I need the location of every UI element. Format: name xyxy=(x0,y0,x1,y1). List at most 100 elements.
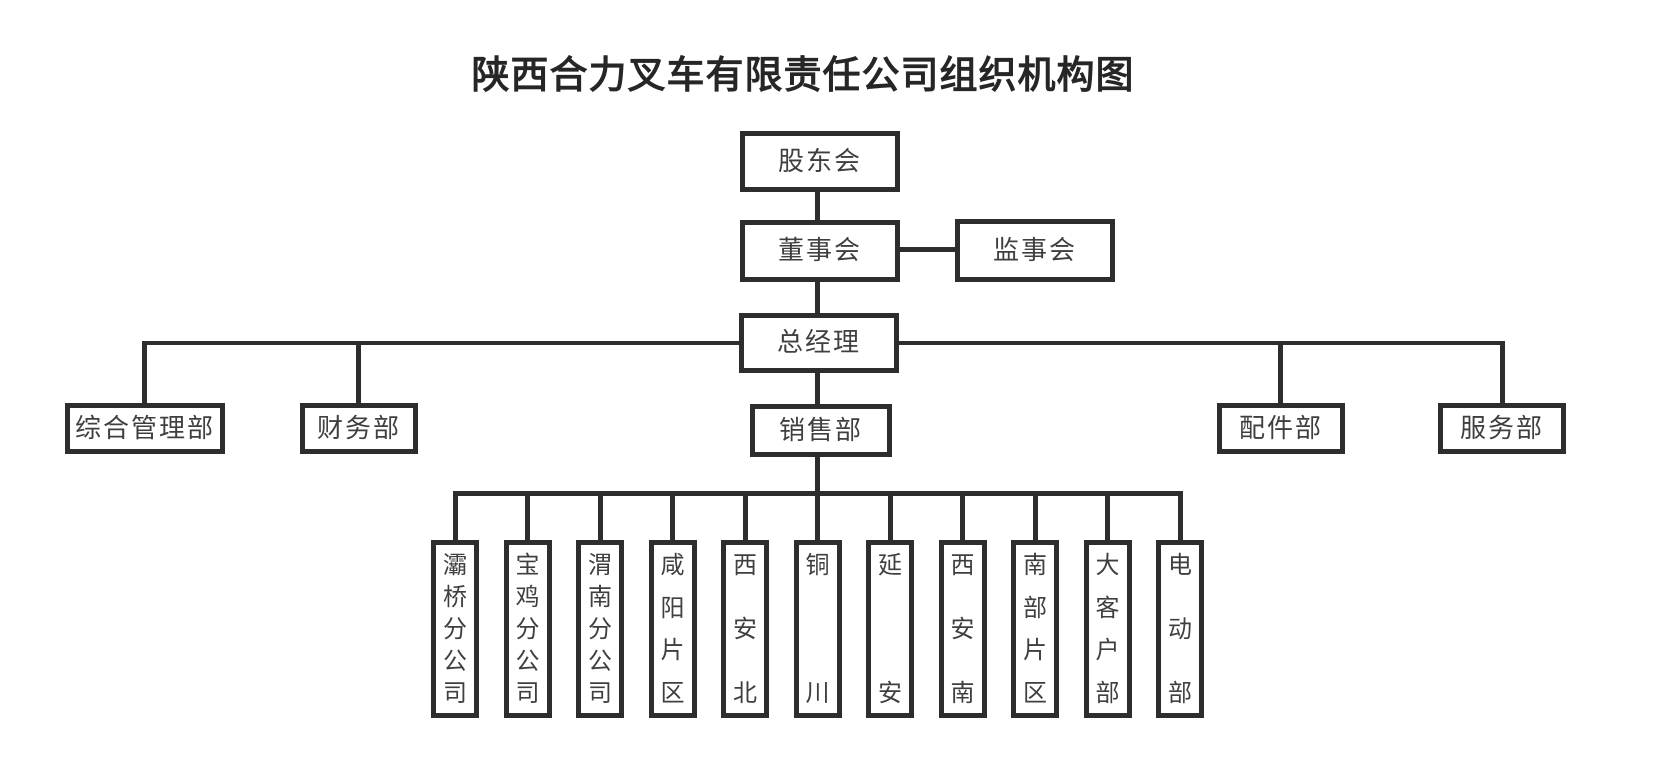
node-general-manager: 总经理 xyxy=(739,313,899,373)
label-char: 部 xyxy=(1023,593,1047,622)
node-sales-unit: 南部片区 xyxy=(1011,496,1059,718)
node-service-dept: 服务部 xyxy=(1438,403,1566,454)
connector-gm-right-branch xyxy=(899,341,1505,345)
connector-bus-drop xyxy=(670,496,675,545)
connector-bus-drop xyxy=(597,496,603,545)
node-finance-dept-label: 财务部 xyxy=(316,413,401,444)
connector-admin-drop xyxy=(142,341,147,403)
label-char: 分 xyxy=(588,615,612,643)
label-char: 电 xyxy=(1168,551,1192,579)
node-parts-dept: 配件部 xyxy=(1217,403,1345,454)
sales-unit-label: 南部片区 xyxy=(1016,545,1054,713)
node-sales-unit: 电动部 xyxy=(1156,496,1204,718)
sales-unit-label: 电动部 xyxy=(1161,545,1199,713)
label-char: 片 xyxy=(1023,636,1047,665)
node-board-label: 董事会 xyxy=(777,236,862,266)
connector-service-drop xyxy=(1500,341,1505,403)
label-char: 南 xyxy=(588,583,612,611)
sales-unit-label: 灞桥分公司 xyxy=(436,545,474,713)
sales-unit-label: 渭南分公司 xyxy=(581,545,619,713)
label-char: 司 xyxy=(588,679,612,707)
label-char: 安 xyxy=(878,679,902,707)
label-char: 部 xyxy=(1168,679,1192,707)
connector-sales-bus-line xyxy=(453,491,1183,496)
label-char: 公 xyxy=(443,647,467,675)
sales-unit-label: 西安南 xyxy=(944,545,982,713)
label-char: 灞 xyxy=(443,551,467,579)
node-sales-unit: 宝鸡分公司 xyxy=(503,496,552,718)
label-char: 户 xyxy=(1095,636,1120,665)
connector-board-gm xyxy=(815,281,820,313)
label-char: 公 xyxy=(588,647,612,675)
org-chart-title: 陕西合力叉车有限责任公司组织机构图 xyxy=(471,53,1135,97)
label-char: 宝 xyxy=(515,551,540,579)
connector-bus-drop xyxy=(525,496,530,545)
label-char: 阳 xyxy=(660,593,685,622)
label-char: 片 xyxy=(660,636,685,665)
label-char: 西 xyxy=(950,551,975,579)
label-char: 区 xyxy=(660,678,685,707)
label-char: 客 xyxy=(1095,593,1120,622)
node-parts-dept-label: 配件部 xyxy=(1238,413,1323,444)
sales-unit-label: 延安 xyxy=(871,545,909,713)
label-char: 咸 xyxy=(660,551,685,579)
label-char: 司 xyxy=(443,679,467,707)
node-shareholders-label: 股东会 xyxy=(777,146,862,177)
label-char: 部 xyxy=(1095,678,1120,707)
connector-bus-drop xyxy=(1032,496,1038,545)
connector-parts-drop xyxy=(1278,341,1283,403)
node-supervisory-label: 监事会 xyxy=(992,235,1077,266)
label-char: 大 xyxy=(1095,551,1120,579)
connector-bus-drop xyxy=(815,496,820,545)
sales-unit-label: 咸阳片区 xyxy=(654,545,692,713)
label-char: 动 xyxy=(1168,615,1192,643)
label-char: 川 xyxy=(805,679,830,707)
label-char: 延 xyxy=(878,551,902,579)
connector-shareholders-board xyxy=(815,192,820,221)
label-char: 鸡 xyxy=(515,583,540,611)
label-char: 司 xyxy=(515,679,540,707)
sales-units-row: 灞桥分公司 宝鸡分公司 渭南分公司 咸阳片区 西安北 铜川 延安 xyxy=(431,496,1204,718)
label-char: 安 xyxy=(950,615,975,643)
node-admin-dept-label: 综合管理部 xyxy=(74,413,215,444)
connector-gm-sales xyxy=(815,373,820,404)
connector-sales-bus-stem xyxy=(815,457,820,491)
connector-bus-drop xyxy=(1177,496,1183,545)
node-finance-dept: 财务部 xyxy=(300,403,418,454)
label-char: 区 xyxy=(1023,678,1047,707)
connector-bus-drop xyxy=(960,496,965,545)
label-char: 铜 xyxy=(805,551,830,579)
node-service-dept-label: 服务部 xyxy=(1459,413,1544,444)
label-char: 西 xyxy=(733,551,757,579)
node-shareholders: 股东会 xyxy=(740,131,900,192)
node-sales-dept: 销售部 xyxy=(750,404,892,457)
label-char: 渭 xyxy=(588,551,612,579)
connector-board-supervisory xyxy=(900,247,955,252)
connector-bus-drop xyxy=(1105,496,1110,545)
node-sales-unit: 大客户部 xyxy=(1083,496,1132,718)
sales-unit-label: 大客户部 xyxy=(1089,545,1127,713)
node-sales-unit: 灞桥分公司 xyxy=(431,496,479,718)
label-char: 分 xyxy=(443,615,467,643)
connector-bus-drop xyxy=(452,496,458,545)
node-sales-unit: 铜川 xyxy=(793,496,842,718)
label-char: 桥 xyxy=(443,583,467,611)
sales-unit-label: 宝鸡分公司 xyxy=(509,545,547,713)
label-char: 安 xyxy=(733,615,757,643)
label-char: 北 xyxy=(733,679,757,707)
node-board: 董事会 xyxy=(740,220,900,282)
connector-finance-drop xyxy=(356,341,361,403)
label-char: 南 xyxy=(1023,551,1047,579)
node-sales-unit: 渭南分公司 xyxy=(576,496,624,718)
connector-bus-drop xyxy=(742,496,748,545)
node-sales-unit: 延安 xyxy=(866,496,914,718)
node-sales-unit: 咸阳片区 xyxy=(648,496,697,718)
connector-gm-left-branch xyxy=(143,341,739,345)
sales-unit-label: 西安北 xyxy=(726,545,764,713)
node-sales-unit: 西安北 xyxy=(721,496,769,718)
label-char: 分 xyxy=(515,615,540,643)
node-sales-unit: 西安南 xyxy=(938,496,987,718)
connector-bus-drop xyxy=(887,496,893,545)
node-sales-dept-label: 销售部 xyxy=(778,415,863,446)
